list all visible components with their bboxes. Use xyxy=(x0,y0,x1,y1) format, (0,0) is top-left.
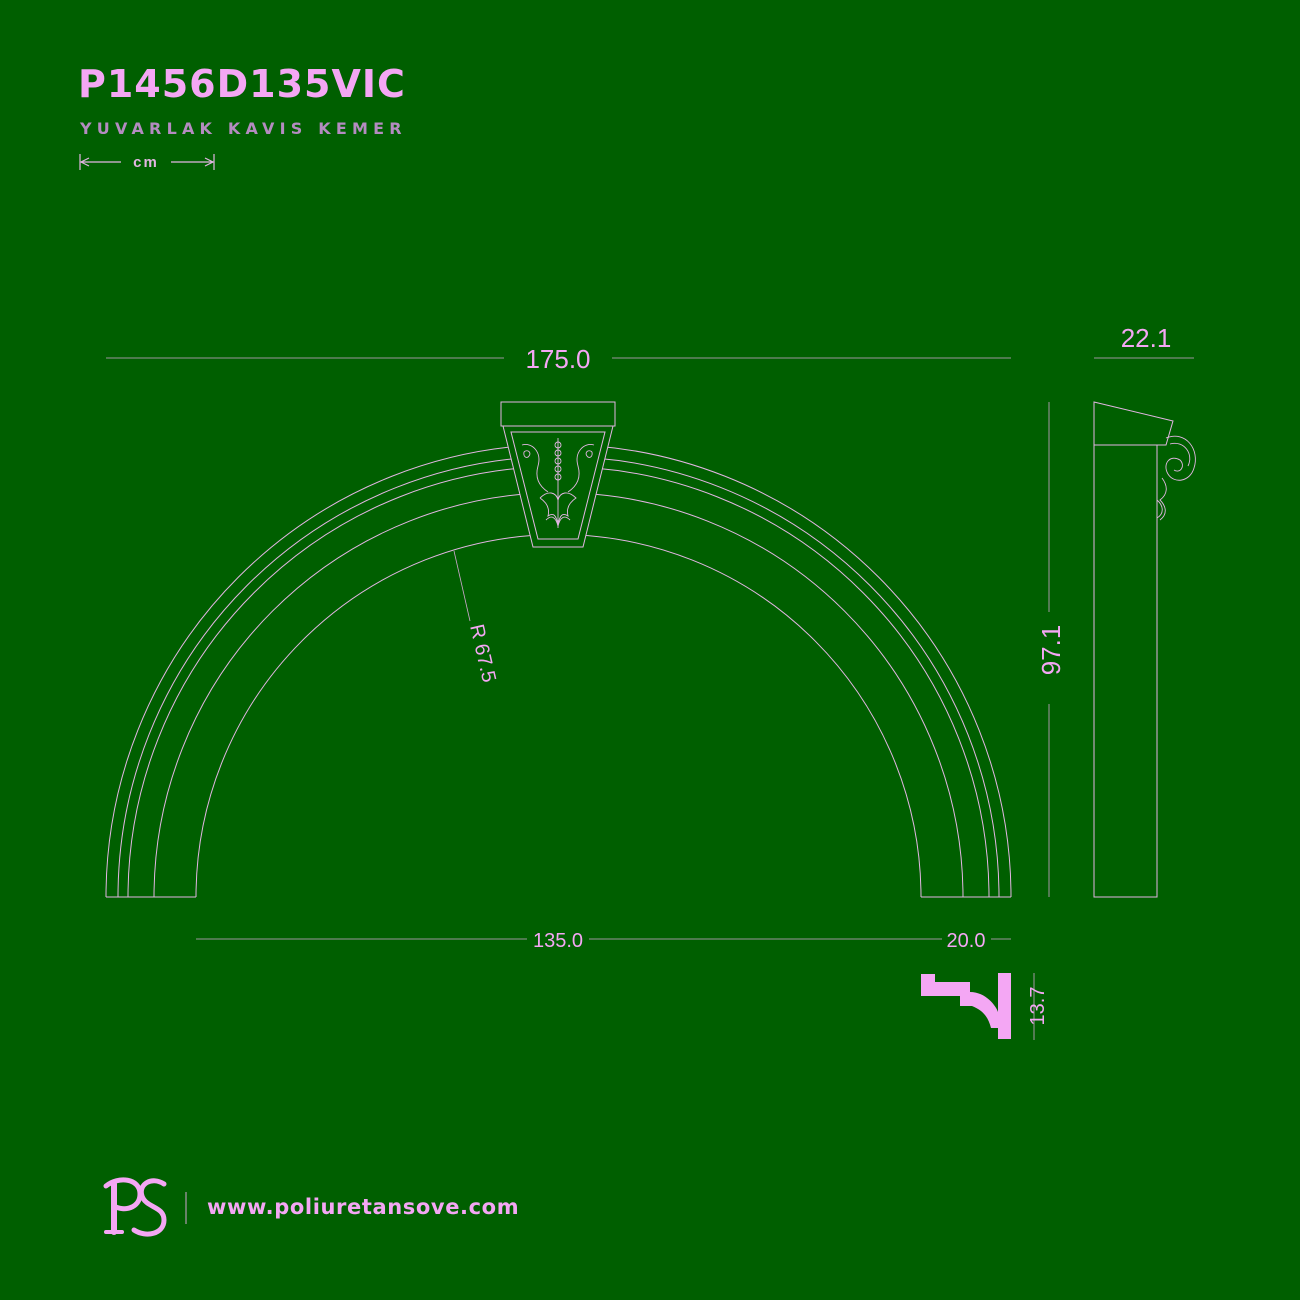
product-subtitle: YUVARLAK KAVIS KEMER xyxy=(80,119,407,138)
arch-curve-4 xyxy=(153,492,964,898)
height-label: 97.1 xyxy=(1036,625,1066,676)
radius-label: R 67.5 xyxy=(465,622,500,684)
radius-leader-line xyxy=(453,550,471,622)
brand-logo xyxy=(103,1177,167,1237)
profile-height-label: 13.7 xyxy=(1027,987,1049,1026)
brand-logo-text: PS xyxy=(0,0,2,1)
arch-side-view xyxy=(1093,401,1196,898)
inner-span-label: 135.0 xyxy=(533,930,583,952)
unit-label: cm xyxy=(133,154,159,171)
overall-width-label: 175.0 xyxy=(525,344,590,374)
keystone xyxy=(500,401,616,548)
arch-inner-curve xyxy=(195,534,922,898)
unit-indicator xyxy=(79,154,215,170)
profile-width-label: 20.0 xyxy=(947,930,986,952)
depth-label: 22.1 xyxy=(1121,323,1172,353)
website-link[interactable]: www.poliuretansove.com xyxy=(207,1195,520,1219)
product-code: P1456D135VIC xyxy=(78,62,406,106)
cross-section-profile xyxy=(921,973,1011,1039)
